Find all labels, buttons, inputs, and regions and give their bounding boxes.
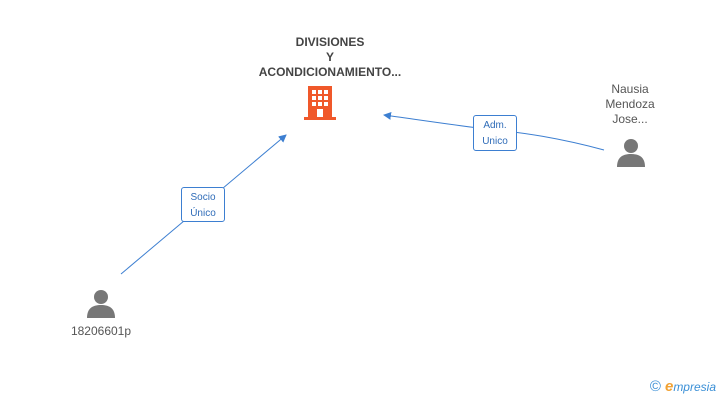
relation-label-line-1: Socio	[190, 192, 216, 203]
person-icon[interactable]	[86, 288, 116, 318]
person-label-line-1: Nausia	[611, 82, 649, 96]
person-icon[interactable]	[616, 137, 646, 167]
company-name-line-3: ACONDICIONAMIENTO...	[258, 65, 402, 79]
person-label-line-3: Jose...	[612, 112, 648, 126]
company-name-line-2: Y	[325, 50, 334, 64]
company-name[interactable]: DIVISIONES Y ACONDICIONAMIENTO...	[230, 35, 430, 80]
relation-badge-socio-unico[interactable]: Socio Único	[181, 187, 225, 222]
brand-logo-text: mpresia	[673, 380, 716, 394]
person-label-nausia[interactable]: Nausia Mendoza Jose...	[594, 82, 666, 127]
building-icon[interactable]	[304, 86, 336, 120]
relation-badge-adm-unico[interactable]: Adm. Unico	[473, 115, 517, 151]
relation-label-line-2: Unico	[482, 136, 508, 147]
brand-logo[interactable]: empresia	[665, 378, 716, 395]
person-label-line-2: Mendoza	[605, 97, 655, 111]
footer-brand: © empresia	[650, 378, 716, 395]
person-label-line-1: 18206601p	[70, 324, 132, 338]
brand-logo-letter: e	[664, 378, 674, 395]
company-name-line-1: DIVISIONES	[295, 35, 365, 49]
person-label-18206601p[interactable]: 18206601p	[58, 324, 144, 339]
copyright-icon: ©	[649, 378, 661, 395]
relation-label-line-1: Adm.	[483, 120, 507, 131]
relation-label-line-2: Único	[190, 208, 216, 219]
